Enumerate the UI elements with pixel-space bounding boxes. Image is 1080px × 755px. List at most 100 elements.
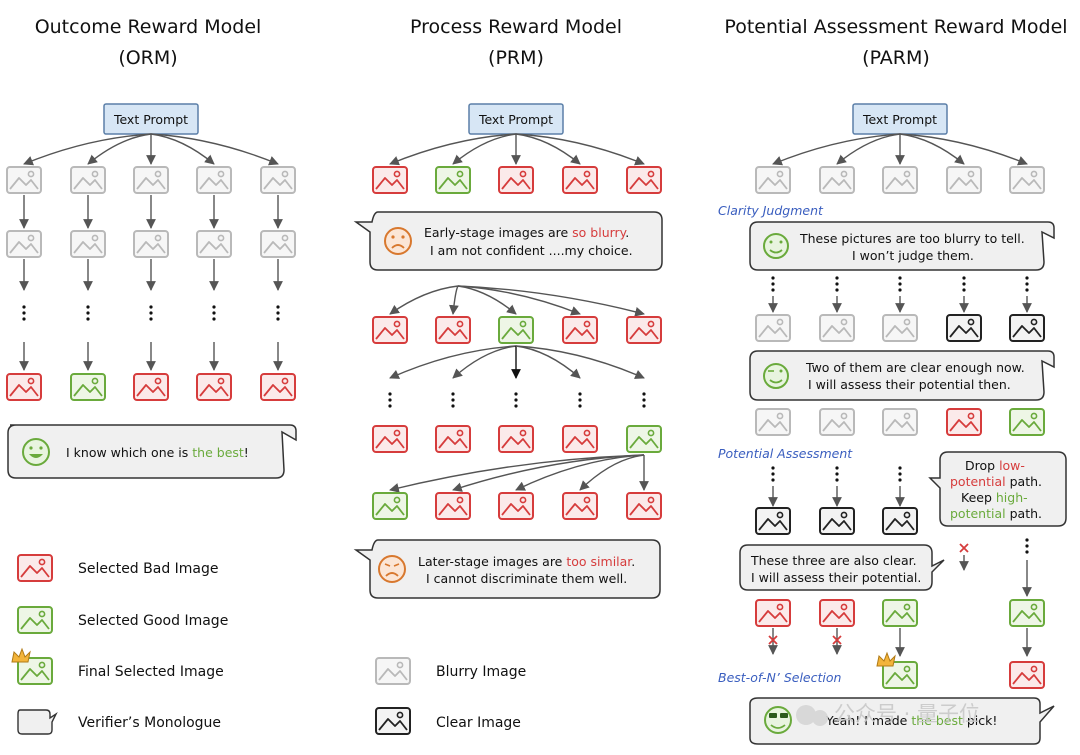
- parm-ellipsis: [898, 466, 902, 482]
- orm-ellipsis: [149, 305, 153, 321]
- ellipsis-layer: [22, 276, 1029, 554]
- prm-img-row4-5: [626, 492, 662, 520]
- worried-face-icon: [378, 555, 406, 583]
- flow-arrow: [515, 133, 645, 166]
- prm-img-row1-2: [435, 166, 471, 194]
- prm-bubble-early-line2: I am not confident ....my choice.: [430, 243, 633, 258]
- flow-arrow: [389, 345, 517, 379]
- parm-img-row2-5: [1009, 314, 1045, 342]
- parm-ellipsis: [771, 276, 775, 292]
- parm-img-row1-4: [946, 166, 982, 194]
- parm-img-row1-3: [882, 166, 918, 194]
- parm-img-best: [876, 651, 918, 689]
- prm-prompt-text: Text Prompt: [478, 112, 553, 127]
- prm-img-row3-2: [435, 425, 471, 453]
- parm-img-row5-3: [882, 599, 918, 627]
- orm-img-final-5: [260, 373, 296, 401]
- stage-label-clarity: Clarity Judgment: [718, 203, 824, 218]
- legend-clear-icon: [375, 707, 411, 735]
- parm-bubble-three-clear: These three are also clear. I will asses…: [739, 544, 945, 591]
- stage-label-best: Best-of-N’ Selection: [718, 670, 842, 685]
- reject-mark-icon: [959, 543, 969, 553]
- flow-arrow: [457, 285, 645, 317]
- prm-bubble-early: Early-stage images are so blurry. I am n…: [353, 211, 663, 271]
- orm-prompt-text: Text Prompt: [113, 112, 188, 127]
- parm-img-row3-5: [1009, 408, 1045, 436]
- orm-title-line1: Outcome Reward Model: [35, 16, 262, 38]
- prm-img-row1-1: [372, 166, 408, 194]
- parm-img-row2-4: [946, 314, 982, 342]
- parm-title-line1: Potential Assessment Reward Model: [724, 16, 1067, 38]
- reject-mark-icon: [768, 635, 778, 645]
- orm-img-final-1: [6, 373, 42, 401]
- flow-arrow: [87, 133, 152, 165]
- orm-img-step2-2: [70, 230, 106, 258]
- orm-img-final-4: [196, 373, 232, 401]
- crown-icon: [11, 647, 31, 663]
- parm-bubble-clarity-line1: These pictures are too blurry to tell.: [799, 231, 1025, 246]
- parm-prompt-box: Text Prompt: [852, 103, 948, 135]
- parm-img-row3-4: [946, 408, 982, 436]
- orm-img-step2-3: [133, 230, 169, 258]
- parm-bubble-drop-line2: potential path.: [950, 474, 1042, 489]
- prm-img-row3-4: [562, 425, 598, 453]
- orm-img-step1-3: [133, 166, 169, 194]
- prm-ellipsis: [578, 392, 582, 408]
- prm-img-row2-5: [626, 316, 662, 344]
- orm-img-step2-1: [6, 230, 42, 258]
- prm-img-row3-5: [626, 425, 662, 453]
- parm-bubble-clear-enough: Two of them are clear enough now. I will…: [749, 350, 1055, 401]
- prm-prompt-box: Text Prompt: [468, 103, 564, 135]
- cool-face-icon: [764, 706, 792, 734]
- parm-bubble-clear-line1: Two of them are clear enough now.: [805, 360, 1025, 375]
- parm-bubble-clear-line2: I will assess their potential then.: [808, 377, 1011, 392]
- prm-img-row4-4: [562, 492, 598, 520]
- prm-bubble-late-line1: Later-stage images are too similar.: [418, 554, 635, 569]
- orm-img-step1-4: [196, 166, 232, 194]
- parm-img-row3-3: [882, 408, 918, 436]
- parm-bubble-keep-line1: Keep high-: [961, 490, 1028, 505]
- prm-img-row2-4: [562, 316, 598, 344]
- orm-ellipsis: [212, 305, 216, 321]
- orm-monologue-bubble: I know which one is the best!: [7, 424, 297, 479]
- prm-img-row2-3: [498, 316, 534, 344]
- parm-ellipsis: [1025, 276, 1029, 292]
- orm-img-final-3: [133, 373, 169, 401]
- flow-arrow: [515, 345, 581, 379]
- prm-bubble-late: Later-stage images are too similar. I ca…: [353, 539, 661, 599]
- prm-bubble-late-line2: I cannot discriminate them well.: [426, 571, 627, 586]
- flow-arrow: [150, 133, 215, 165]
- watermark: 公众号 · 量子位: [796, 702, 980, 726]
- arrow-layer: [19, 133, 1032, 657]
- happy-face-icon: [22, 438, 50, 466]
- legend-clear-label: Clear Image: [436, 715, 521, 731]
- parm-bubble-clarity-line2: I won’t judge them.: [852, 248, 974, 263]
- legend-good-icon: [17, 606, 53, 634]
- orm-title-line2: (ORM): [118, 47, 177, 69]
- parm-img-row4-1: [755, 507, 791, 535]
- legend-blurry-label: Blurry Image: [436, 664, 526, 680]
- parm-ellipsis: [835, 466, 839, 482]
- prm-bubble-early-line1: Early-stage images are so blurry.: [424, 225, 629, 240]
- parm-img-row2-3: [882, 314, 918, 342]
- parm-img-rejected: [1009, 661, 1045, 689]
- parm-img-row1-1: [755, 166, 791, 194]
- prm-ellipsis: [451, 392, 455, 408]
- smile-face-icon: [763, 233, 789, 259]
- crown-icon: [876, 651, 896, 667]
- flow-arrow: [899, 133, 965, 165]
- parm-img-row5-1: [755, 599, 791, 627]
- prm-img-row4-3: [498, 492, 534, 520]
- prm-title-line1: Process Reward Model: [410, 16, 622, 38]
- legend-good-label: Selected Good Image: [78, 613, 228, 629]
- prm-title-line2: (PRM): [488, 47, 544, 69]
- parm-bubble-drop-keep: Drop low- potential path. Keep high- pot…: [928, 451, 1067, 527]
- flow-arrow: [772, 133, 901, 166]
- prm-img-row4-2: [435, 492, 471, 520]
- prm-img-row3-3: [498, 425, 534, 453]
- flow-arrow: [515, 133, 581, 165]
- parm-ellipsis: [898, 276, 902, 292]
- reject-mark-icon: [832, 635, 842, 645]
- prm-img-row1-4: [562, 166, 598, 194]
